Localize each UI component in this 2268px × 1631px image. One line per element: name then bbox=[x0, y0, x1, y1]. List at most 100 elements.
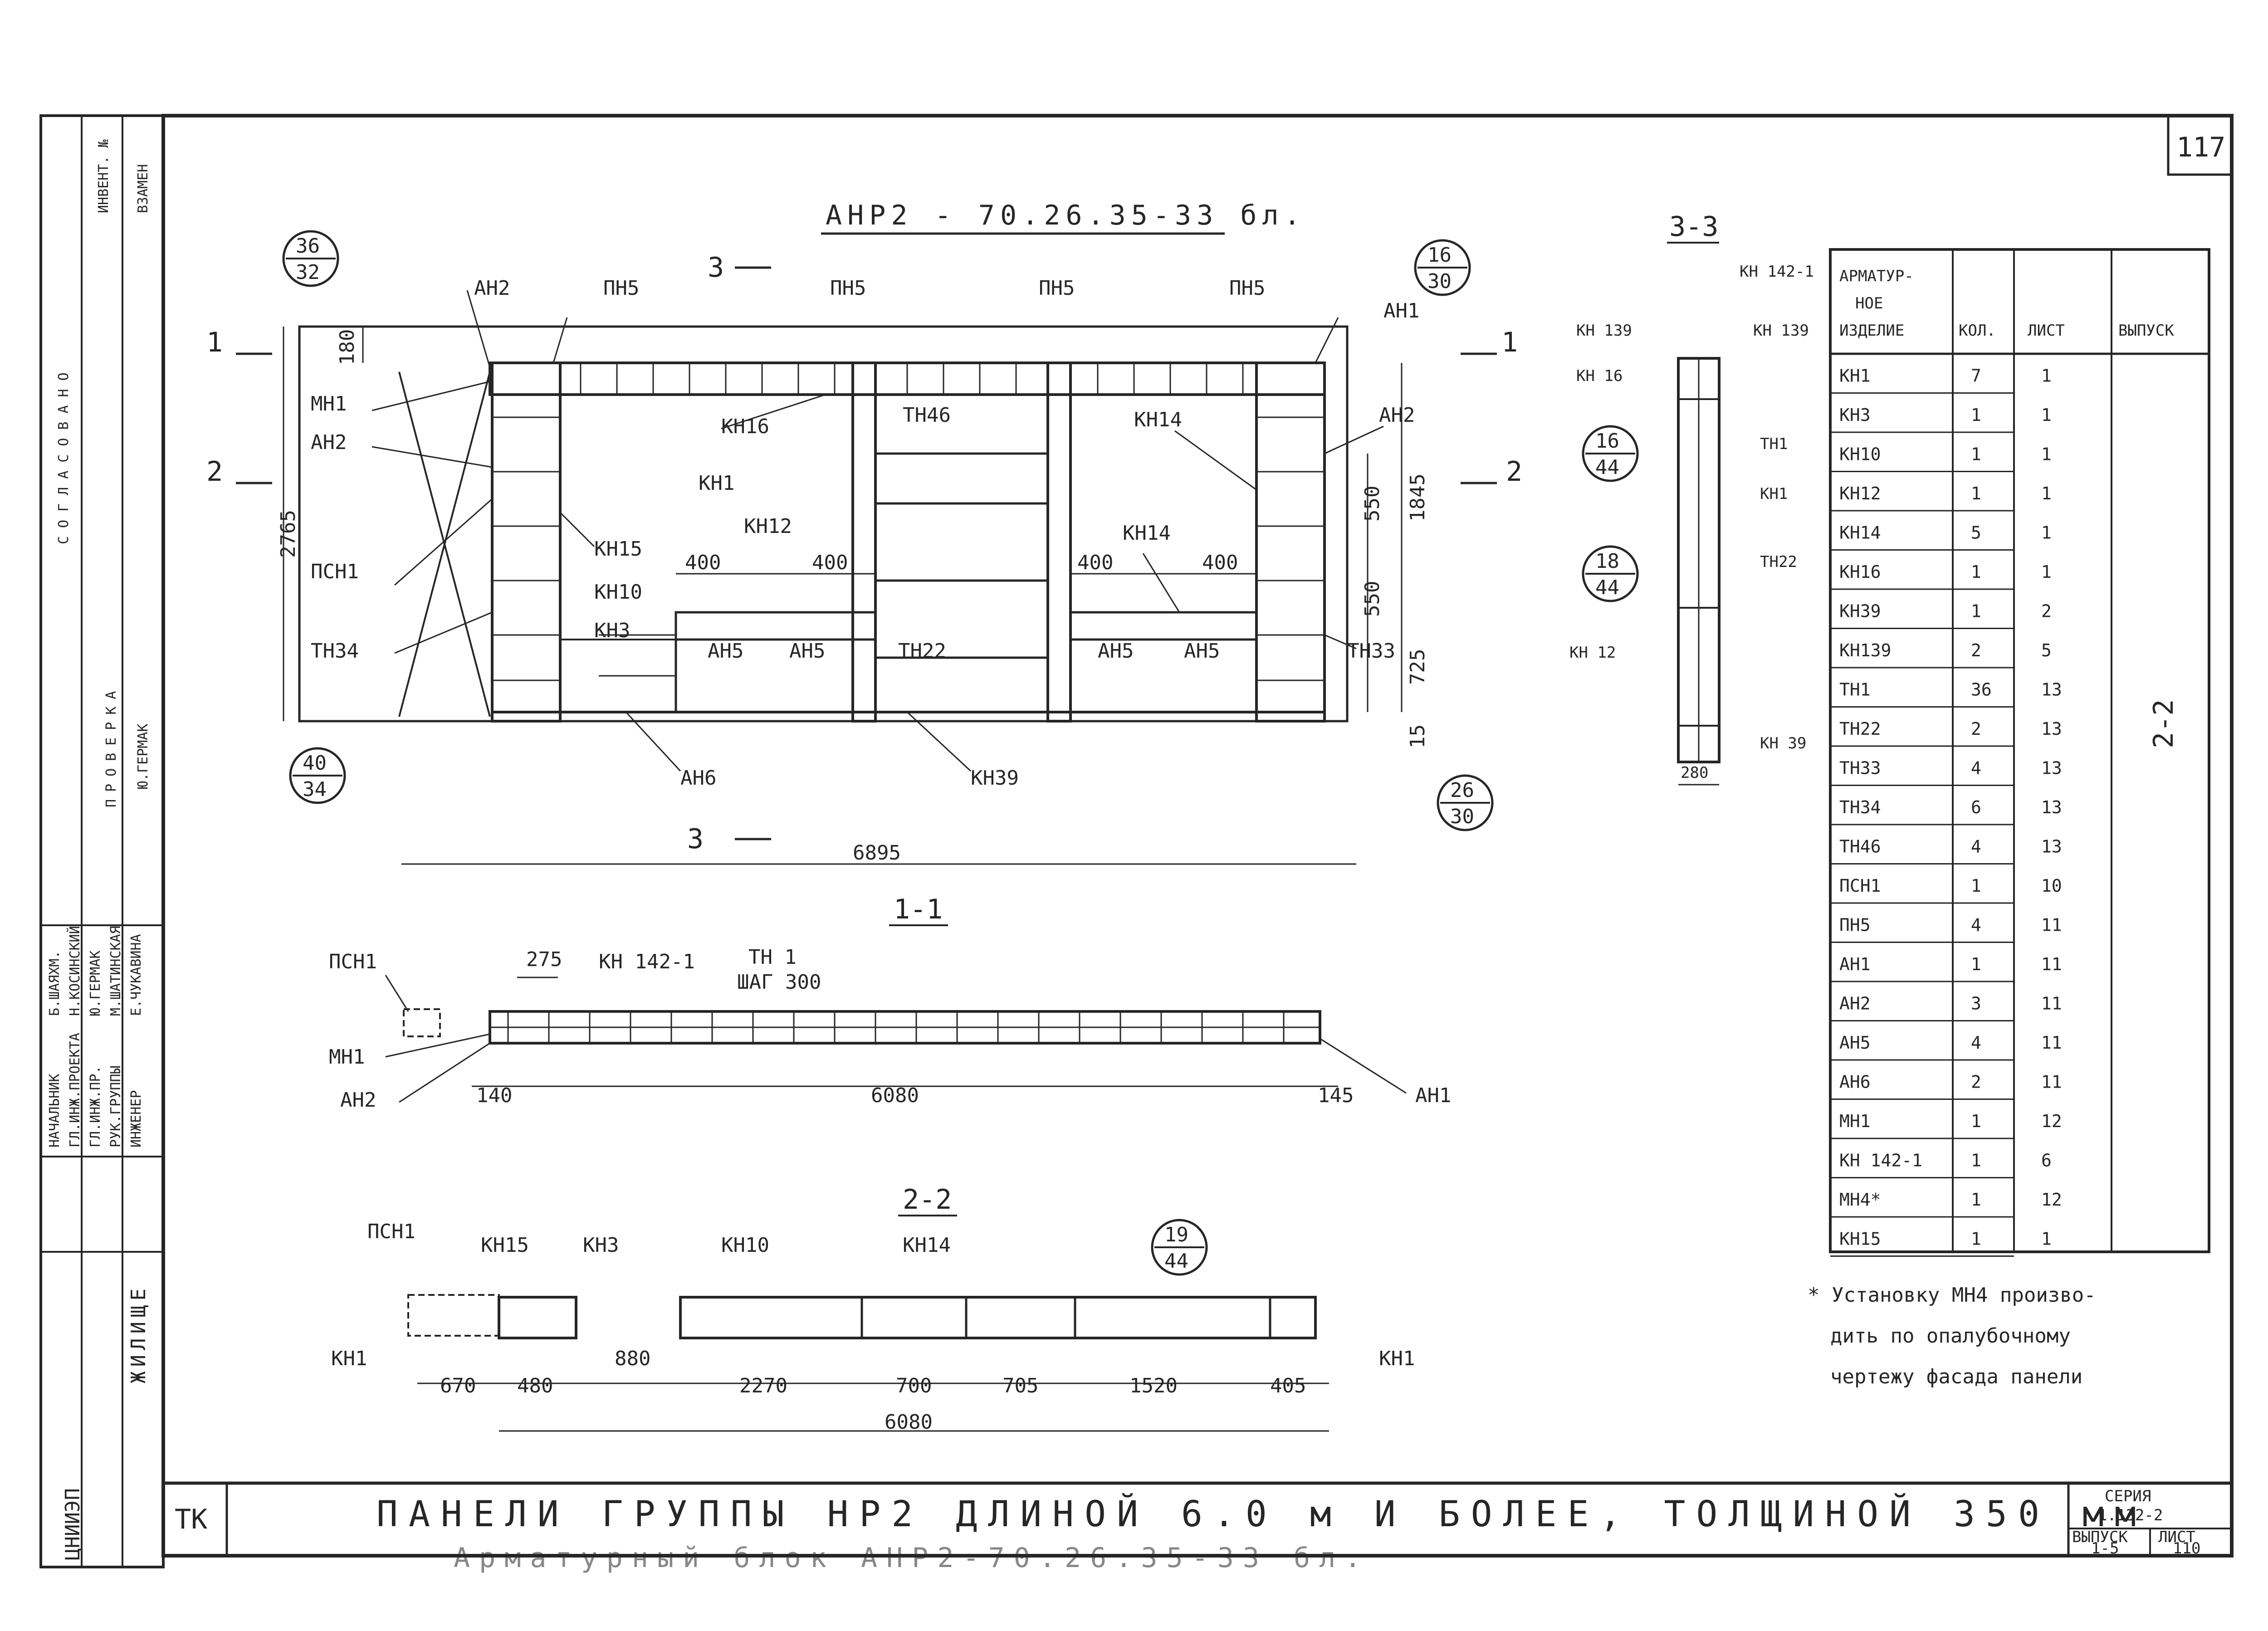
sheet-number: 117 bbox=[2176, 132, 2225, 163]
s11-dim-275: 275 bbox=[526, 948, 562, 971]
cut-1-right: 1 bbox=[1501, 327, 1518, 358]
proverka-label: ПРОВЕРКА bbox=[103, 684, 119, 808]
table-cell-qty: 5 bbox=[1971, 523, 1981, 543]
s22-label-kn1-left: КН1 bbox=[331, 1347, 367, 1370]
table-cell-item: КН14 bbox=[1839, 523, 1881, 543]
dim-2765: 2765 bbox=[277, 510, 300, 558]
table-cell-item: КН39 bbox=[1839, 601, 1881, 621]
table-cell-item: КН 142-1 bbox=[1839, 1151, 1922, 1171]
callout-26-30: 26 30 bbox=[1437, 774, 1494, 831]
cut-3-top: 3 bbox=[708, 252, 724, 283]
section-3-3: 3-3 16 44 18 44 КН 142-1 КН 139 КН 139 К… bbox=[1569, 211, 1814, 786]
svg-text:19: 19 bbox=[1164, 1223, 1188, 1246]
table-cell-item: КН1 bbox=[1839, 366, 1871, 386]
s22-dim-670: 670 bbox=[440, 1374, 476, 1397]
cut-3-bottom: 3 bbox=[687, 823, 704, 855]
svg-text:ГЛ.ИНЖ.ПРОЕКТА: ГЛ.ИНЖ.ПРОЕКТА bbox=[67, 1033, 83, 1148]
table-cell-sheet: 11 bbox=[2041, 954, 2062, 974]
table-header-item: АРМАТУР- bbox=[1839, 267, 1914, 285]
bottom-subtitle: Арматурный блок АНР2-70.26.35-33 бл. bbox=[454, 1542, 1370, 1574]
left-column-ties bbox=[492, 416, 1325, 681]
svg-text:ИНЖЕНЕР: ИНЖЕНЕР bbox=[128, 1090, 144, 1148]
table-cell-item: АН2 bbox=[1839, 994, 1871, 1014]
series-label: СЕРИЯ bbox=[2105, 1487, 2151, 1505]
callout-19-44: 19 44 bbox=[1151, 1219, 1208, 1276]
svg-text:Ю.ГЕРМАК: Ю.ГЕРМАК bbox=[88, 951, 103, 1016]
table-cell-qty: 2 bbox=[1971, 719, 1981, 739]
svg-text:Б.ШАЯХМ.: Б.ШАЯХМ. bbox=[47, 951, 63, 1016]
s11-dim-145: 145 bbox=[1318, 1084, 1354, 1107]
note-line-3: чертежу фасада панели bbox=[1830, 1365, 2082, 1388]
label-pn5-c: ПН5 bbox=[1039, 277, 1075, 300]
top-cage-ties bbox=[580, 363, 1244, 395]
cut-2-left: 2 bbox=[206, 456, 223, 488]
label-an2-top: АН2 bbox=[474, 277, 510, 300]
cut-1-left: 1 bbox=[206, 327, 223, 358]
svg-text:РУК.ГРУППЫ: РУК.ГРУППЫ bbox=[108, 1065, 124, 1148]
approval-block: НАЧАЛЬНИК ГЛ.ИНЖ.ПРОЕКТА ГЛ.ИНЖ.ПР. РУК.… bbox=[41, 924, 163, 1253]
s11-label-kn142: КН 142-1 bbox=[599, 950, 695, 973]
s33-label-kn139-left: КН 139 bbox=[1576, 322, 1632, 340]
s33-dim-280: 280 bbox=[1681, 764, 1708, 782]
table-cell-sheet: 1 bbox=[2041, 562, 2052, 582]
label-pn5-d: ПН5 bbox=[1229, 277, 1265, 300]
label-an2-right: АН2 bbox=[1379, 404, 1415, 427]
table-cell-sheet: 13 bbox=[2041, 758, 2062, 778]
table-cell-qty: 1 bbox=[1971, 444, 1981, 464]
table-cell-item: АН5 bbox=[1839, 1033, 1871, 1053]
label-kn14-b: КН14 bbox=[1123, 522, 1171, 545]
label-mn1: МН1 bbox=[311, 392, 347, 415]
table-cell-qty: 1 bbox=[1971, 954, 1981, 974]
label-kn12: КН12 bbox=[744, 515, 792, 538]
label-kn39: КН39 bbox=[971, 767, 1019, 790]
table-cell-item: АН1 bbox=[1839, 954, 1871, 974]
table-cell-qty: 1 bbox=[1971, 1190, 1981, 1210]
s11-label-an2: АН2 bbox=[340, 1089, 376, 1112]
dim-725: 725 bbox=[1406, 649, 1429, 685]
label-an5-d: АН5 bbox=[1184, 640, 1220, 663]
table-cell-qty: 1 bbox=[1971, 1229, 1981, 1249]
dim-400-d: 400 bbox=[1202, 551, 1238, 574]
table-cell-qty: 2 bbox=[1971, 1072, 1981, 1092]
table-cell-item: КН12 bbox=[1839, 483, 1881, 503]
s11-label-tn1: ТН 1 bbox=[748, 946, 797, 969]
label-psn1: ПСН1 bbox=[311, 560, 359, 583]
callout-16-30: 16 30 bbox=[1414, 239, 1471, 296]
table-cell-sheet: 12 bbox=[2041, 1111, 2062, 1131]
svg-text:18: 18 bbox=[1595, 550, 1619, 573]
label-tn46: ТН46 bbox=[903, 404, 951, 427]
label-tn33: ТН33 bbox=[1347, 640, 1395, 663]
main-title: АНР2 - 70.26.35-33 бл. bbox=[826, 200, 1306, 231]
table-cell-sheet: 1 bbox=[2041, 1229, 2052, 1249]
label-an1-top: АН1 bbox=[1383, 299, 1419, 322]
label-pn5-a: ПН5 bbox=[603, 277, 639, 300]
label-pn5-b: ПН5 bbox=[830, 277, 866, 300]
table-cell-item: КН139 bbox=[1839, 640, 1891, 660]
table-cell-qty: 4 bbox=[1971, 837, 1981, 857]
table-cell-item: ТН1 bbox=[1839, 680, 1871, 700]
bottom-title: ПАНЕЛИ ГРУППЫ НР2 ДЛИНОЙ 6.0 м И БОЛЕЕ, … bbox=[376, 1493, 2147, 1535]
label-kn3: КН3 bbox=[594, 619, 630, 642]
table-cell-qty: 1 bbox=[1971, 1111, 1981, 1131]
table-cell-qty: 1 bbox=[1971, 601, 1981, 621]
label-tn22: ТН22 bbox=[898, 640, 946, 663]
table-cell-item: КН10 bbox=[1839, 444, 1881, 464]
dim-1845: 1845 bbox=[1406, 474, 1429, 522]
table-cell-item: КН3 bbox=[1839, 405, 1871, 425]
column-mid-right bbox=[1046, 361, 1072, 723]
table-cell-item: МН1 bbox=[1839, 1111, 1871, 1131]
zhilishche-label: ЖИЛИЩЕ bbox=[127, 1284, 150, 1383]
label-an5-c: АН5 bbox=[1098, 640, 1134, 663]
s33-label-tn1: ТН1 bbox=[1760, 435, 1788, 453]
table-cell-item: МН4* bbox=[1839, 1190, 1881, 1210]
label-kn14-a: КН14 bbox=[1134, 408, 1182, 431]
dim-550-a: 550 bbox=[1361, 486, 1384, 522]
elevation-view: 36 32 16 30 40 34 26 30 АН2 ПН5 ПН5 ПН5 … bbox=[206, 230, 1522, 865]
table-cell-item: ТН22 bbox=[1839, 719, 1881, 739]
note-line-1: * Установку МН4 произво- bbox=[1808, 1284, 2096, 1307]
s33-label-kn16: КН 16 bbox=[1576, 367, 1623, 385]
table-cell-item: ПН5 bbox=[1839, 915, 1871, 935]
svg-text:44: 44 bbox=[1164, 1250, 1188, 1273]
